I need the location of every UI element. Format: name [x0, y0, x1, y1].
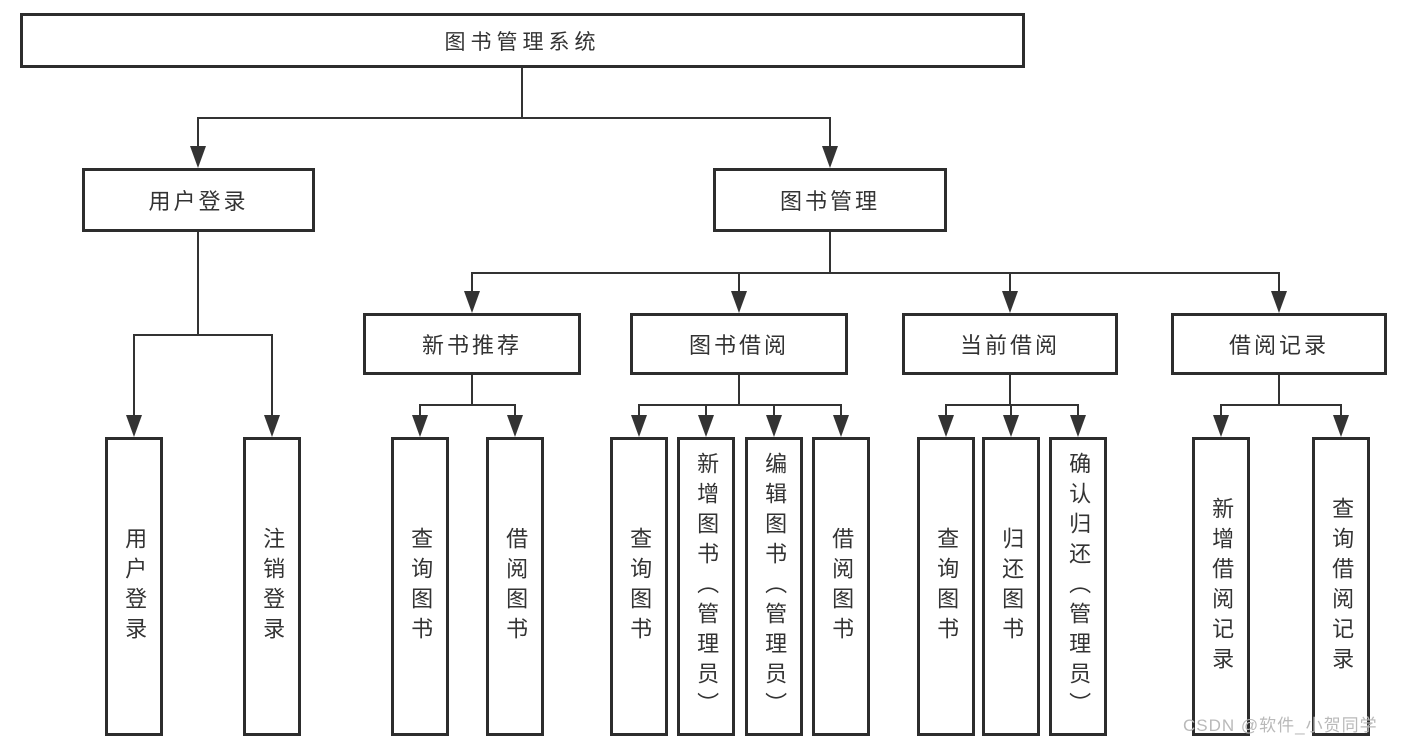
node-user-login-label: 用户登录 [148, 189, 249, 214]
node-borrow-records-label: 借阅记录 [1228, 333, 1329, 358]
leaf-borrow-books-1-label: 借阅图书 [503, 526, 529, 647]
leaf-user-login-label: 用户登录 [122, 526, 148, 647]
leaf-add-borrow-record-label: 新增借阅记录 [1209, 496, 1235, 677]
leaf-edit-book-admin-label: 编辑图书（管理员） [762, 451, 788, 722]
leaf-confirm-return-admin-label: 确认归还（管理员） [1066, 451, 1092, 722]
leaf-query-books-1-label: 查询图书 [408, 526, 434, 647]
leaf-query-books-3: 查询图书 [917, 437, 975, 736]
node-new-book-recommend: 新书推荐 [363, 313, 581, 375]
leaf-add-book-admin: 新增图书（管理员） [677, 437, 735, 736]
watermark: CSDN @软件_小贺同学 [1183, 716, 1378, 735]
leaf-borrow-books-2: 借阅图书 [812, 437, 870, 736]
leaf-query-books-2: 查询图书 [610, 437, 668, 736]
leaf-edit-book-admin: 编辑图书（管理员） [745, 437, 803, 736]
leaf-add-borrow-record: 新增借阅记录 [1192, 437, 1250, 736]
leaf-query-books-1: 查询图书 [391, 437, 449, 736]
node-current-borrow: 当前借阅 [902, 313, 1118, 375]
node-book-borrow-label: 图书借阅 [688, 333, 789, 358]
leaf-query-borrow-record-label: 查询借阅记录 [1329, 496, 1355, 677]
node-new-book-recommend-label: 新书推荐 [421, 333, 522, 358]
node-book-management-label: 图书管理 [779, 189, 880, 214]
node-book-management: 图书管理 [713, 168, 947, 232]
node-borrow-records: 借阅记录 [1171, 313, 1387, 375]
leaf-logout-label: 注销登录 [260, 526, 286, 647]
node-user-login: 用户登录 [82, 168, 315, 232]
leaf-borrow-books-1: 借阅图书 [486, 437, 544, 736]
node-root: 图书管理系统 [20, 13, 1025, 68]
leaf-return-book-label: 归还图书 [999, 526, 1025, 647]
leaf-query-books-2-label: 查询图书 [627, 526, 653, 647]
node-book-borrow: 图书借阅 [630, 313, 848, 375]
leaf-return-book: 归还图书 [982, 437, 1040, 736]
leaf-borrow-books-2-label: 借阅图书 [829, 526, 855, 647]
node-current-borrow-label: 当前借阅 [959, 333, 1060, 358]
leaf-query-borrow-record: 查询借阅记录 [1312, 437, 1370, 736]
leaf-query-books-3-label: 查询图书 [934, 526, 960, 647]
leaf-confirm-return-admin: 确认归还（管理员） [1049, 437, 1107, 736]
node-root-label: 图书管理系统 [444, 30, 601, 54]
leaf-user-login: 用户登录 [105, 437, 163, 736]
leaf-add-book-admin-label: 新增图书（管理员） [694, 451, 720, 722]
leaf-logout: 注销登录 [243, 437, 301, 736]
